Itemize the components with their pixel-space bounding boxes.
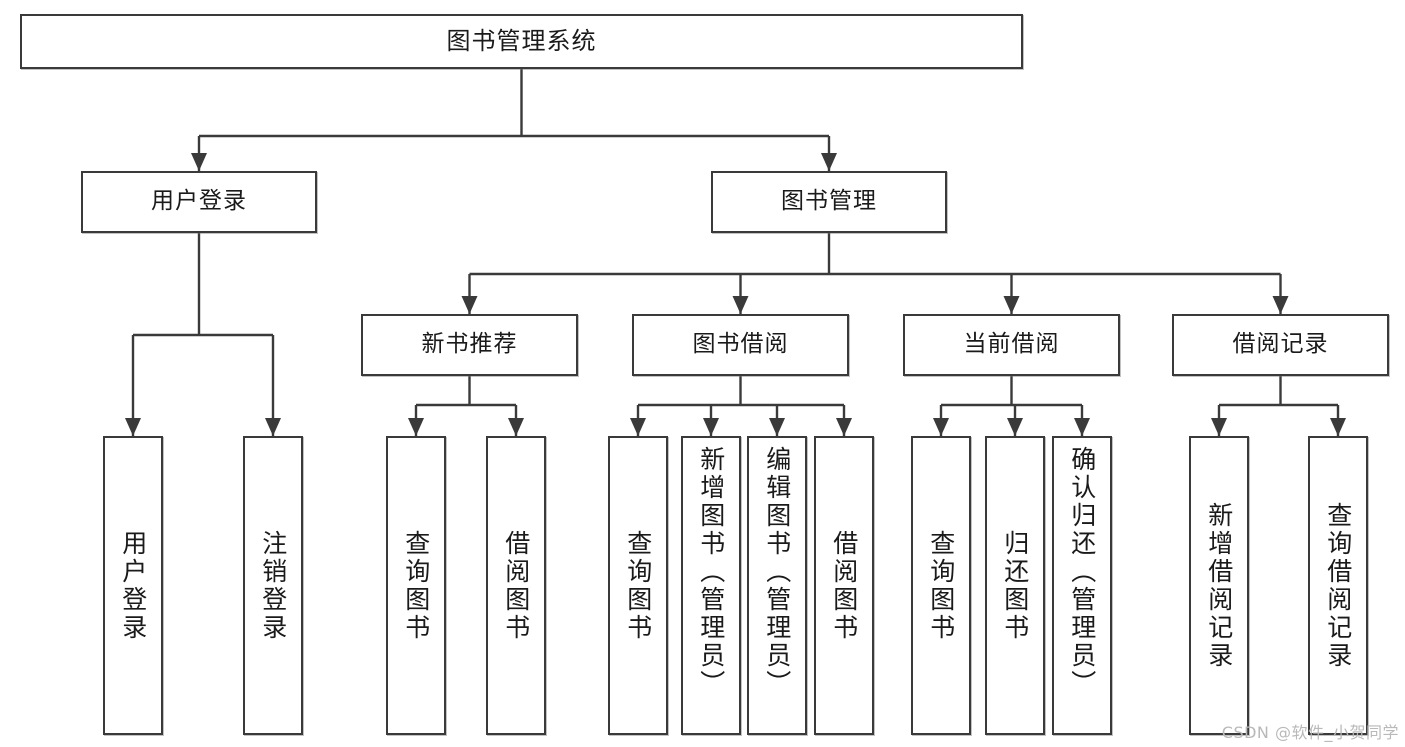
node-leaf-borrow-book-1[interactable]: 借阅图书 bbox=[486, 436, 546, 735]
node-label-leaf-user-login: 用户登录 bbox=[118, 529, 148, 642]
node-leaf-add-book[interactable]: 新增图书（管理员） bbox=[681, 436, 741, 735]
node-label-leaf-query-record: 查询借阅记录 bbox=[1323, 501, 1353, 670]
node-leaf-add-record[interactable]: 新增借阅记录 bbox=[1189, 436, 1249, 735]
arrowhead-leaf-query-record bbox=[1330, 418, 1346, 436]
arrowhead-leaf-borrow-book-1 bbox=[508, 418, 524, 436]
arrowhead-leaf-query-book-3 bbox=[933, 418, 949, 436]
node-label-leaf-add-record: 新增借阅记录 bbox=[1204, 501, 1234, 670]
node-label-new-book-rec: 新书推荐 bbox=[421, 331, 518, 358]
node-label-leaf-edit-book: 编辑图书（管理员） bbox=[762, 446, 792, 698]
node-leaf-confirm-return[interactable]: 确认归还（管理员） bbox=[1052, 436, 1112, 735]
node-label-leaf-return-book: 归还图书 bbox=[1000, 529, 1030, 642]
node-label-leaf-borrow-book-2: 借阅图书 bbox=[829, 529, 859, 642]
arrowhead-leaf-borrow-book-2 bbox=[836, 418, 852, 436]
node-leaf-edit-book[interactable]: 编辑图书（管理员） bbox=[747, 436, 807, 735]
node-leaf-logout[interactable]: 注销登录 bbox=[243, 436, 303, 735]
node-label-book-manage: 图书管理 bbox=[781, 188, 877, 215]
watermark-text: CSDN @软件_小贺同学 bbox=[1221, 723, 1399, 742]
node-label-leaf-query-book-1: 查询图书 bbox=[401, 529, 431, 642]
node-leaf-query-record[interactable]: 查询借阅记录 bbox=[1308, 436, 1368, 735]
node-label-book-borrow: 图书借阅 bbox=[692, 331, 789, 358]
arrowhead-leaf-confirm-return bbox=[1074, 418, 1090, 436]
node-leaf-query-book-2[interactable]: 查询图书 bbox=[608, 436, 668, 735]
node-label-leaf-query-book-2: 查询图书 bbox=[623, 529, 653, 642]
arrowhead-book-manage bbox=[821, 153, 837, 171]
node-leaf-query-book-1[interactable]: 查询图书 bbox=[386, 436, 446, 735]
node-leaf-borrow-book-2[interactable]: 借阅图书 bbox=[814, 436, 874, 735]
arrowhead-leaf-query-book-2 bbox=[630, 418, 646, 436]
arrowhead-borrow-record bbox=[1272, 296, 1289, 314]
node-label-leaf-logout: 注销登录 bbox=[258, 529, 288, 642]
arrowhead-leaf-query-book-1 bbox=[408, 418, 424, 436]
node-label-leaf-confirm-return: 确认归还（管理员） bbox=[1067, 446, 1097, 698]
node-label-leaf-query-book-3: 查询图书 bbox=[926, 529, 956, 642]
node-book-manage[interactable]: 图书管理 bbox=[711, 171, 947, 233]
node-label-user-login: 用户登录 bbox=[151, 188, 247, 215]
node-user-login[interactable]: 用户登录 bbox=[81, 171, 317, 233]
node-label-current-borrow: 当前借阅 bbox=[963, 331, 1060, 358]
arrowhead-book-borrow bbox=[732, 296, 749, 314]
arrowhead-leaf-edit-book bbox=[769, 418, 785, 436]
arrowhead-new-book-rec bbox=[461, 296, 478, 314]
node-book-borrow[interactable]: 图书借阅 bbox=[632, 314, 849, 376]
arrowhead-leaf-return-book bbox=[1007, 418, 1023, 436]
arrowhead-leaf-add-record bbox=[1211, 418, 1227, 436]
node-label-leaf-borrow-book-1: 借阅图书 bbox=[501, 529, 531, 642]
node-root[interactable]: 图书管理系统 bbox=[20, 14, 1023, 69]
arrowhead-leaf-add-book bbox=[703, 418, 719, 436]
node-label-root: 图书管理系统 bbox=[446, 27, 597, 56]
node-current-borrow[interactable]: 当前借阅 bbox=[903, 314, 1120, 376]
arrowhead-leaf-logout bbox=[265, 418, 281, 436]
node-borrow-record[interactable]: 借阅记录 bbox=[1172, 314, 1389, 376]
node-leaf-query-book-3[interactable]: 查询图书 bbox=[911, 436, 971, 735]
arrowhead-current-borrow bbox=[1003, 296, 1020, 314]
node-label-leaf-add-book: 新增图书（管理员） bbox=[696, 446, 726, 698]
arrowhead-leaf-user-login bbox=[125, 418, 141, 436]
node-leaf-user-login[interactable]: 用户登录 bbox=[103, 436, 163, 735]
node-leaf-return-book[interactable]: 归还图书 bbox=[985, 436, 1045, 735]
arrowhead-user-login bbox=[191, 153, 207, 171]
node-label-borrow-record: 借阅记录 bbox=[1232, 331, 1329, 358]
node-new-book-rec[interactable]: 新书推荐 bbox=[361, 314, 578, 376]
